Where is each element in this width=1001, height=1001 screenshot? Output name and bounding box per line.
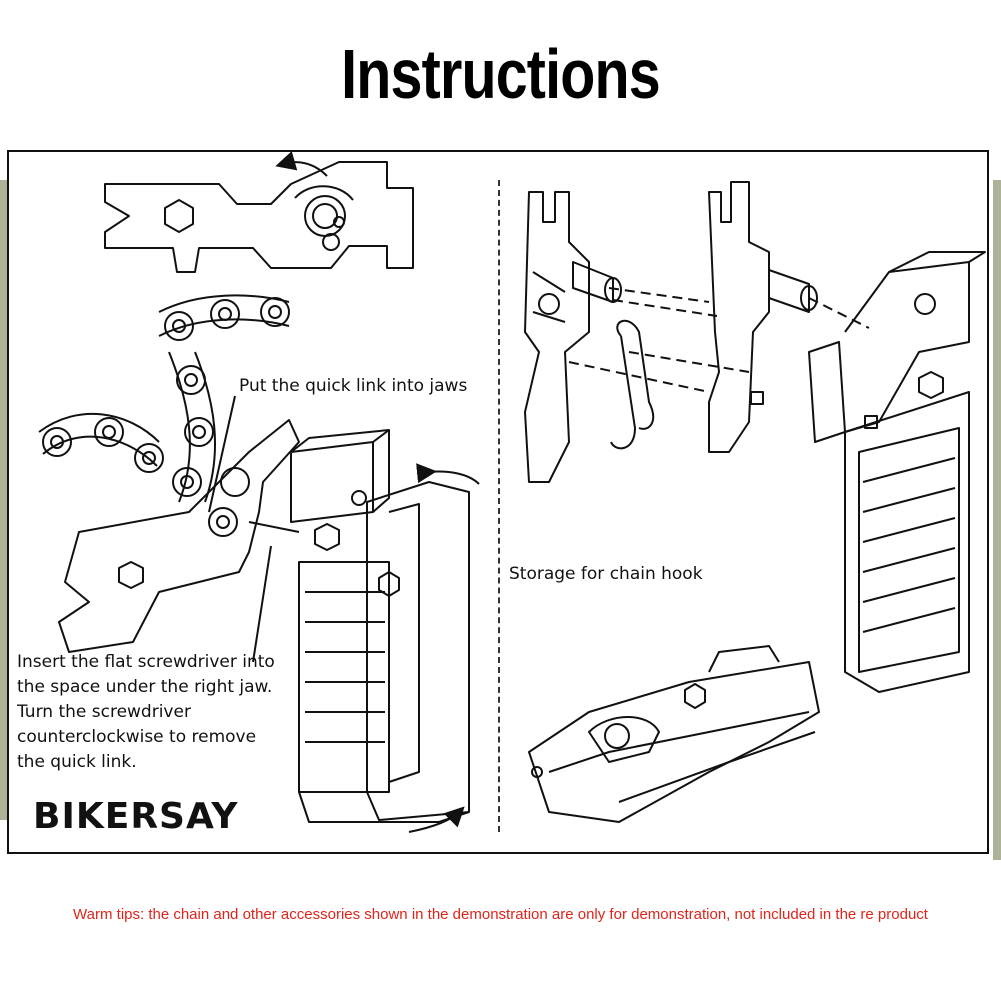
exploded-parts-drawing xyxy=(524,181,986,693)
warm-tips-text: Warm tips: the chain and other accessori… xyxy=(73,906,928,923)
panel-divider xyxy=(498,180,500,832)
screwdriver-line-1: Insert the flat screwdriver into xyxy=(17,652,275,672)
assembled-tool-drawing xyxy=(528,645,820,823)
tool-line-art xyxy=(38,152,986,833)
flat-tool-top-drawing xyxy=(104,152,414,273)
screwdriver-line-2: the space under the right jaw. xyxy=(17,677,273,697)
screwdriver-line-3: Turn the screwdriver xyxy=(17,702,191,722)
quick-link-jaws-label: Put the quick link into jaws xyxy=(239,376,468,396)
instruction-panel: Put the quick link into jaws Storage for… xyxy=(7,150,989,854)
photo-edge-left xyxy=(0,180,8,820)
bike-chain-drawing xyxy=(38,294,290,537)
photo-edge-right xyxy=(993,180,1001,860)
page-title: Instructions xyxy=(341,35,660,113)
main-tool-body-drawing xyxy=(208,395,480,833)
screwdriver-line-5: the quick link. xyxy=(17,752,137,772)
brand-logo-text: BIKERSAY xyxy=(33,796,239,837)
chain-hook-storage-label: Storage for chain hook xyxy=(509,564,703,584)
screwdriver-instructions: Insert the flat screwdriver into the spa… xyxy=(17,650,275,775)
flat-tool-left-drawing xyxy=(58,419,300,653)
screwdriver-line-4: counterclockwise to remove xyxy=(17,727,257,747)
